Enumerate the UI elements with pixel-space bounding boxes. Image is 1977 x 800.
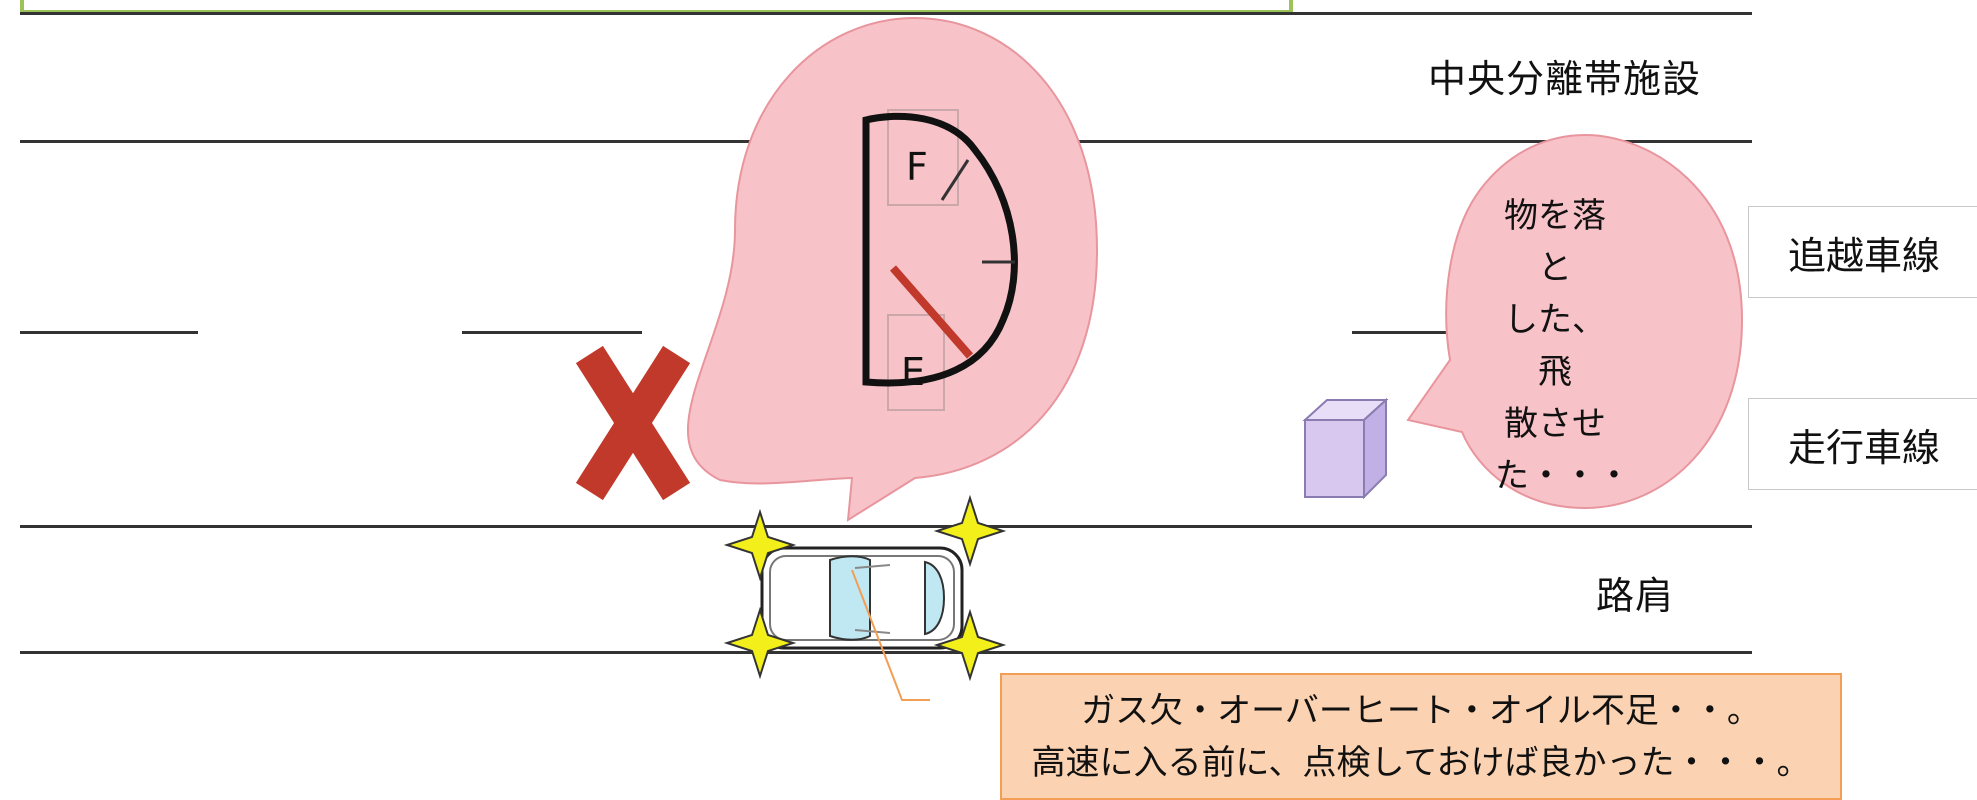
object-speech-bubble	[1406, 133, 1744, 510]
lane-dash-3	[1352, 331, 1452, 334]
gauge-empty-mark: E	[901, 350, 925, 394]
callout-line-2: 高速に入る前に、点検しておけば良かった・・・。	[1031, 742, 1811, 783]
median-label: 中央分離帯施設	[1428, 57, 1702, 101]
cross-icon	[575, 345, 691, 501]
fallen-object-icon	[1302, 397, 1389, 500]
warning-callout: ガス欠・オーバーヒート・オイル不足・・。 高速に入る前に、点検しておけば良かった…	[1000, 673, 1842, 800]
bubble-line: 散させ	[1504, 404, 1606, 444]
lane-dash-1	[20, 331, 198, 334]
driving-lane-label: 走行車線	[1748, 398, 1977, 490]
overtaking-lane-label: 追越車線	[1748, 206, 1977, 298]
object-bubble-text: 物を落と した、飛 散させ た・・・	[1495, 190, 1631, 502]
shoulder-label: 路肩	[1596, 574, 1675, 618]
bubble-line: 物を落と	[1504, 196, 1606, 288]
road-edge-top	[20, 12, 1752, 15]
fuel-gauge-icon: F E	[862, 109, 1018, 411]
callout-leader-line	[851, 569, 930, 701]
callout-line-1: ガス欠・オーバーヒート・オイル不足・・。	[1081, 690, 1761, 731]
shoulder-line	[20, 525, 1752, 528]
lane-dash-2	[462, 331, 642, 334]
sparkle-icon	[723, 494, 1007, 682]
road-edge-bottom	[20, 651, 1752, 654]
gauge-full-mark: F	[906, 145, 928, 189]
bubble-line: た・・・	[1495, 456, 1631, 496]
bubble-line: した、飛	[1504, 300, 1606, 392]
